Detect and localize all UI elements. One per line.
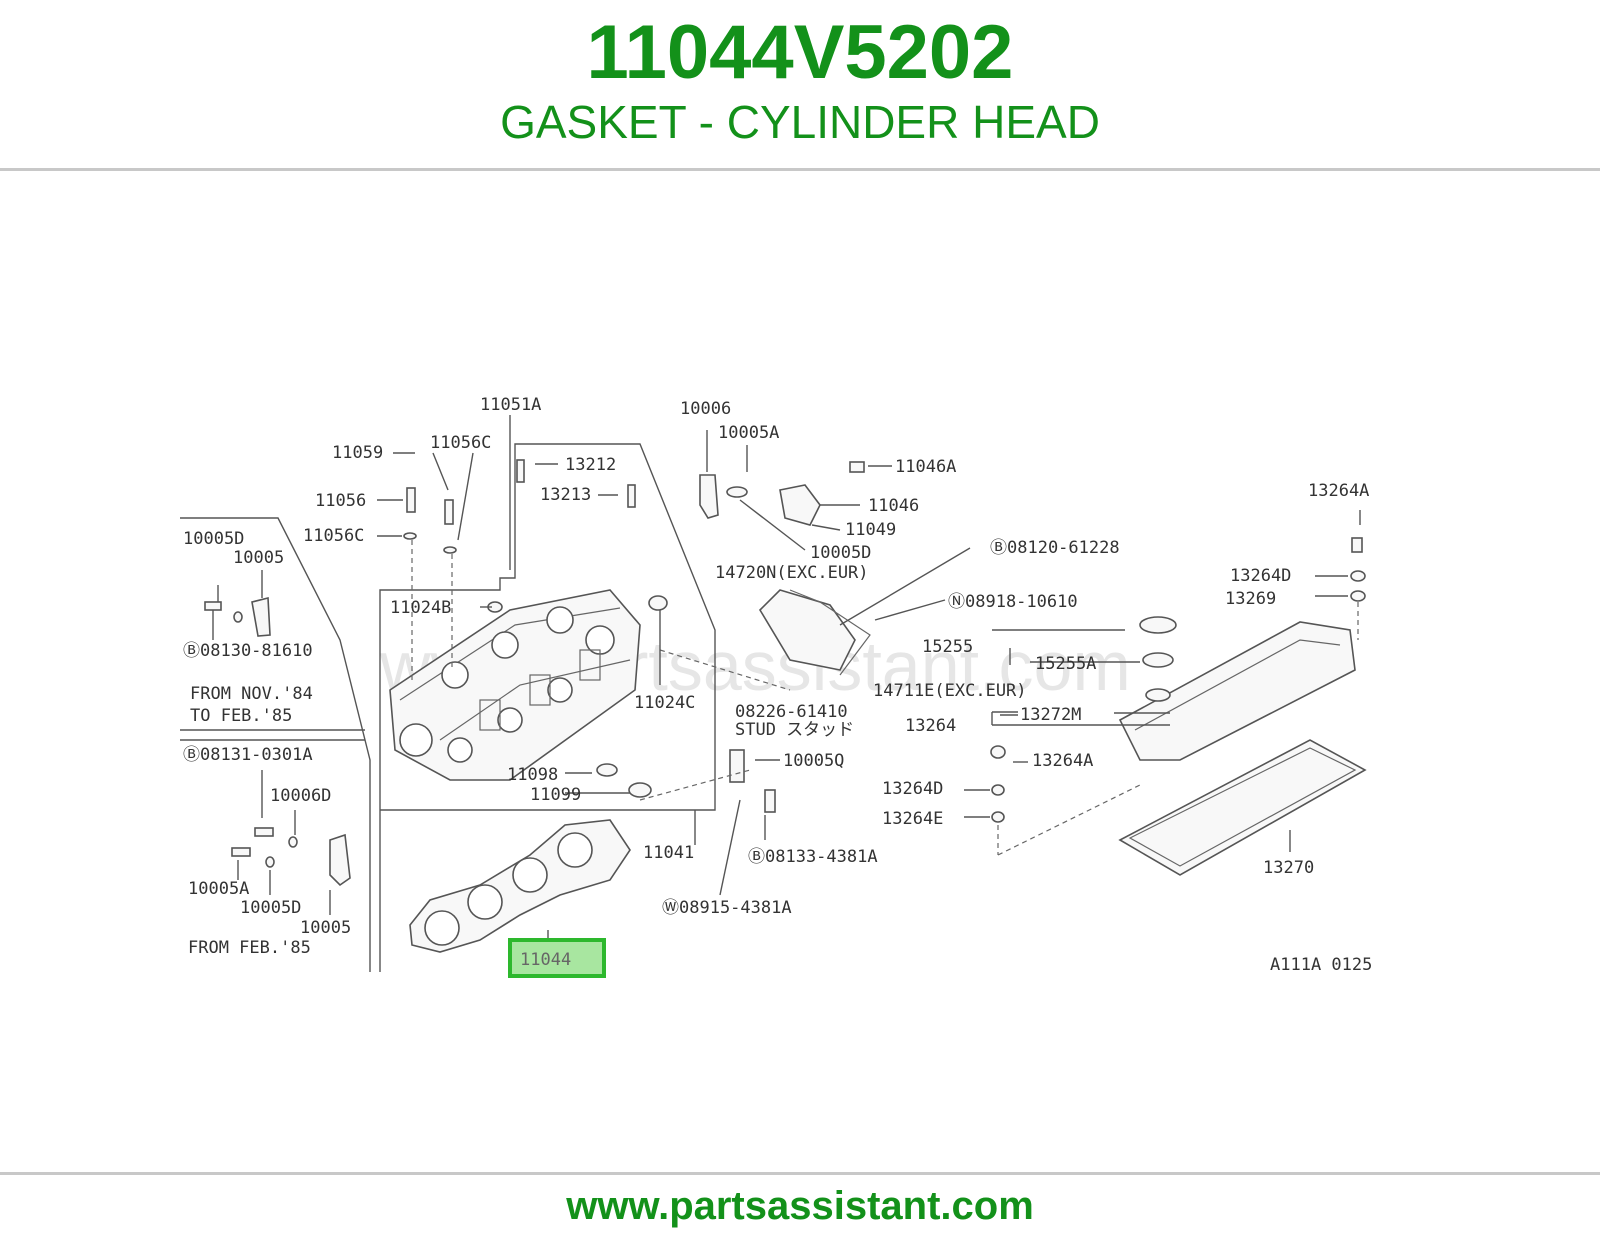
header-divider: [0, 168, 1600, 171]
inset-note: FROM NOV.'84: [190, 684, 313, 704]
callout-label: 15255A: [1035, 654, 1096, 674]
callout-label: Ⓦ08915-4381A: [662, 898, 792, 918]
callout-label: 10005A: [718, 423, 779, 443]
part-number: 11044V5202: [586, 10, 1014, 95]
callout-label: Ⓑ08130-81610: [183, 641, 313, 661]
rocker-cover-part: [990, 537, 1367, 876]
callout-label: 10005D: [240, 898, 301, 918]
inset-note: FROM FEB.'85: [188, 938, 311, 958]
cylinder-head-part: [389, 589, 641, 781]
leader-lines: [212, 415, 1361, 945]
callout-label: 11046: [868, 496, 919, 516]
figure-code: A111A 0125: [1270, 955, 1372, 975]
callout-label: Ⓝ08918-10610: [948, 592, 1078, 612]
callout-label: 13270: [1263, 858, 1314, 878]
callout-label: 13264A: [1032, 751, 1093, 771]
callout-label: Ⓑ08133-4381A: [748, 847, 878, 867]
callout-label: 11051A: [480, 395, 541, 415]
highlighted-part-label[interactable]: 11044: [520, 950, 571, 970]
cylinder-head-frame: [379, 443, 716, 972]
callout-label: 14711E(EXC.EUR): [873, 681, 1027, 701]
callout-label: 13264E: [882, 809, 943, 829]
callout-label: Ⓑ08120-61228: [990, 538, 1120, 558]
callout-label: 10005A: [188, 879, 249, 899]
callout-label: 13213: [540, 485, 591, 505]
callout-label: 11056: [315, 491, 366, 511]
callout-label: 11059: [332, 443, 383, 463]
callout-label: 10005: [233, 548, 284, 568]
footer-url-link[interactable]: www.partsassistant.com: [566, 1184, 1034, 1228]
callout-label: 15255: [922, 637, 973, 657]
callout-label: STUD スタッド: [735, 720, 854, 740]
footer-divider: [0, 1172, 1600, 1175]
callout-labels: 11051A 10006 10005A 11059 11056C 13212 1…: [183, 395, 1372, 975]
callout-label: 10005: [300, 918, 351, 938]
callout-label: 10005D: [810, 543, 871, 563]
callout-label: 11098: [507, 765, 558, 785]
callout-label: 13264A: [1308, 481, 1369, 501]
callout-label: 11056C: [303, 526, 364, 546]
callout-label: 10005Q: [783, 751, 844, 771]
head-gasket-part: [409, 819, 631, 953]
callout-label: 13272M: [1020, 705, 1081, 725]
page-header: 11044V5202 GASKET - CYLINDER HEAD: [0, 0, 1600, 168]
callout-label: 11099: [530, 785, 581, 805]
callout-label: 13212: [565, 455, 616, 475]
callout-label: 13264D: [882, 779, 943, 799]
head-bolts: [403, 459, 668, 798]
callout-label: 11024B: [390, 598, 451, 618]
callout-label: 10005D: [183, 529, 244, 549]
callout-label: 13264D: [1230, 566, 1291, 586]
callout-label: 13264: [905, 716, 956, 736]
exploded-parts-diagram: www.partsassistant.com: [180, 395, 1372, 978]
callout-label: Ⓑ08131-0301A: [183, 745, 313, 765]
callout-label: 11046A: [895, 457, 956, 477]
callout-label: 14720N(EXC.EUR): [715, 563, 869, 583]
part-description: GASKET - CYLINDER HEAD: [500, 96, 1100, 148]
front-cover-parts: [639, 461, 871, 813]
highlighted-part-box[interactable]: [508, 938, 606, 978]
left-inset-frame: [180, 517, 371, 972]
callout-label: 10006D: [270, 786, 331, 806]
callout-label: 11049: [845, 520, 896, 540]
callout-label: 11041: [643, 843, 694, 863]
callout-label: 10006: [680, 399, 731, 419]
inset-note: TO FEB.'85: [190, 706, 292, 726]
callout-label: 11024C: [634, 693, 695, 713]
inset-parts: [204, 596, 351, 887]
callout-label: 08226-61410: [735, 702, 848, 722]
callout-label: 11056C: [430, 433, 491, 453]
callout-label: 13269: [1225, 589, 1276, 609]
